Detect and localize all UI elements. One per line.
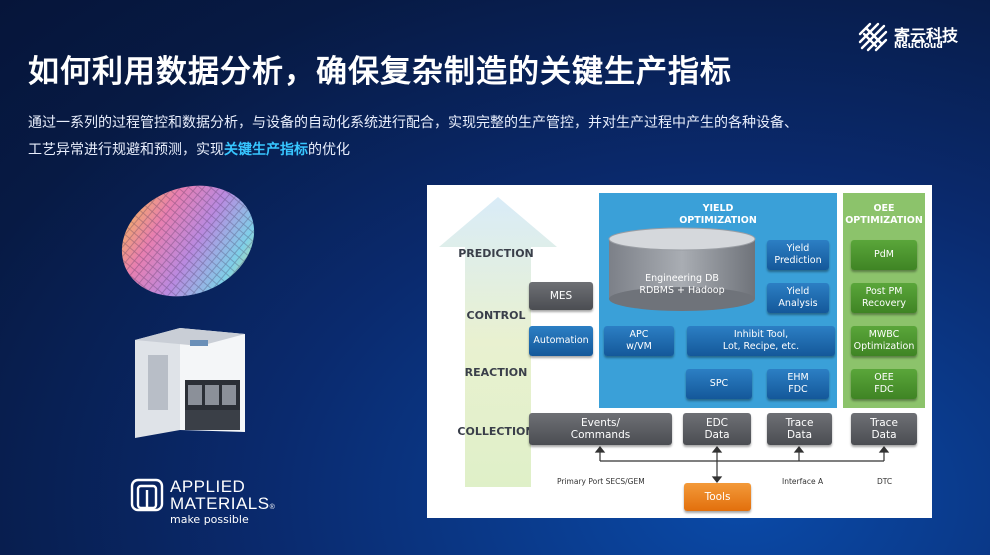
inhibit-tool-box: Inhibit Tool, Lot, Recipe, etc. (687, 326, 835, 356)
row-label-collection: COLLECTION (457, 425, 535, 438)
applied-materials-icon (130, 478, 164, 512)
apc-box: APC w/VM (604, 326, 674, 356)
applied-materials-name: APPLIED MATERIALS® (170, 478, 275, 516)
oee-fdc-box: OEE FDC (851, 369, 917, 399)
applied-materials-tagline: make possible (170, 513, 249, 526)
yield-prediction-box: Yield Prediction (767, 240, 829, 270)
subtitle-prefix: 工艺异常进行规避和预测，实现 (28, 142, 224, 158)
primary-port-label: Primary Port SECS/GEM (557, 477, 645, 486)
pdm-box: PdM (851, 240, 917, 270)
page-title: 如何利用数据分析，确保复杂制造的关键生产指标 (28, 54, 732, 90)
row-label-prediction: PREDICTION (458, 247, 534, 260)
subtitle-highlight: 关键生产指标 (224, 142, 308, 158)
spc-box: SPC (686, 369, 752, 399)
wafer-image (121, 185, 255, 297)
trace-data-box-1: Trace Data (767, 413, 832, 445)
am-name-line2: MATERIALS® (170, 495, 275, 516)
tools-box: Tools (684, 483, 751, 511)
subtitle-suffix: 的优化 (308, 142, 350, 158)
ehm-fdc-box: EHM FDC (767, 369, 829, 399)
am-registered-mark: ® (269, 504, 276, 511)
edc-data-box: EDC Data (683, 413, 751, 445)
applied-materials-logo: APPLIED MATERIALS® make possible (130, 476, 280, 531)
database-label: Engineering DB RDBMS + Hadoop (639, 273, 725, 296)
automation-box: Automation (529, 326, 593, 356)
events-commands-box: Events/ Commands (529, 413, 672, 445)
oee-zone-title: OEE OPTIMIZATION (845, 203, 923, 226)
post-pm-recovery-box: Post PM Recovery (851, 283, 917, 313)
yield-analysis-box: Yield Analysis (767, 283, 829, 313)
row-label-reaction: REACTION (464, 366, 528, 379)
connection-lines (594, 446, 890, 483)
dtc-label: DTC (877, 477, 893, 486)
yield-oee-diagram: PREDICTION CONTROL REACTION COLLECTION Y… (427, 185, 932, 518)
database-cylinder (608, 227, 756, 311)
interface-a-label: Interface A (782, 477, 824, 486)
yield-zone-title: YIELD OPTIMIZATION (679, 203, 757, 226)
row-label-control: CONTROL (466, 309, 526, 322)
am-name-line2-text: MATERIALS (170, 494, 270, 513)
mwbc-optimization-box: MWBC Optimization (851, 326, 917, 356)
mes-box: MES (529, 282, 593, 310)
trace-data-box-2: Trace Data (851, 413, 917, 445)
brand-name-en: NeuCloud (894, 41, 943, 51)
subtitle-line-2: 工艺异常进行规避和预测，实现关键生产指标的优化 (28, 137, 908, 164)
equipment-image (135, 328, 245, 438)
subtitle-line-1: 通过一系列的过程管控和数据分析，与设备的自动化系统进行配合，实现完整的生产管控，… (28, 115, 798, 131)
page-subtitle: 通过一系列的过程管控和数据分析，与设备的自动化系统进行配合，实现完整的生产管控，… (28, 110, 908, 164)
am-name-line1: APPLIED (170, 477, 246, 496)
brand-name-cn: 寄云科技 (894, 26, 959, 45)
neucloud-logo-icon (858, 22, 888, 52)
neucloud-logo: 寄云科技 NeuCloud (856, 20, 976, 54)
upward-arrow (439, 197, 557, 487)
